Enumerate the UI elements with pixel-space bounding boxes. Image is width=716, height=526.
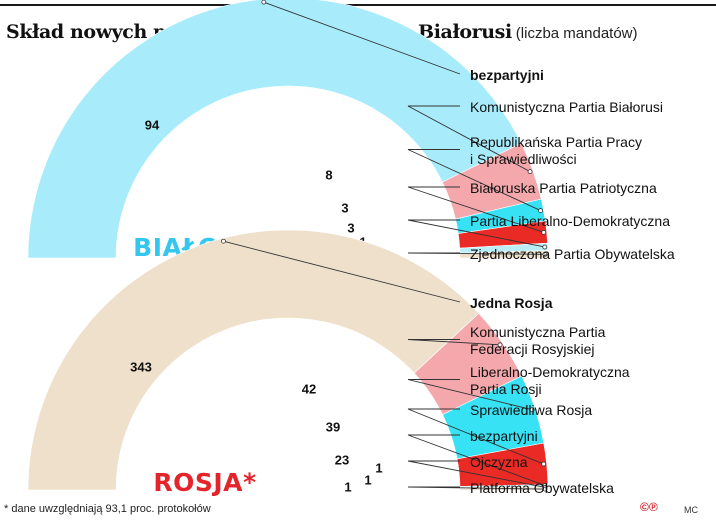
leader-line-zjednoczona-partia-obywatelska: [407, 252, 545, 255]
slice-value-komunistyczna-partia-federacji-rosyjskiej: 42: [302, 381, 316, 396]
author-initials: MC: [684, 505, 698, 515]
legend-label-sprawiedliwa-rosja: Sprawiedliwa Rosja: [470, 402, 592, 418]
legend-label-bialoruska-partia-patriotyczna: Białoruska Partia Patriotyczna: [470, 180, 657, 196]
footnote: * dane uwzględniają 93,1 proc. protokołó…: [4, 503, 211, 515]
leader-line-partia-liberalno-demokratyczna: [407, 219, 545, 248]
slice-value-ojczyzna: 1: [364, 472, 371, 487]
slice-value-jedna-rosja: 343: [130, 359, 152, 374]
chart-bialorus: 9483311BIAŁORUŚbezpartyjniKomunistyczna …: [27, 0, 675, 262]
slice-value-bezpartyjni: 1: [375, 460, 382, 475]
slice-value-platforma-obywatelska: 1: [344, 479, 351, 494]
leader-line-bialoruska-partia-patriotyczna: [407, 186, 544, 233]
leader-dot-komunistyczna-partia-bialorusi: [527, 169, 533, 175]
slice-bezpartyjni: [27, 0, 522, 259]
leader-line-sprawiedliwa-rosja: [407, 408, 544, 465]
copyright-mark: ©℗: [640, 500, 658, 514]
legend-label-jedna-rosja: Jedna Rosja: [470, 295, 553, 311]
legend-label-ojczyzna: Ojczyzna: [470, 454, 528, 470]
chart-subtitle: (liczba mandatów): [515, 25, 638, 42]
leader-line-komunistyczna-partia-bialorusi: [407, 105, 531, 173]
slice-value-republikanska-partia-pracy-i-sprawiedliwosci: 3: [341, 200, 348, 215]
leader-dot-sprawiedliwa-rosja: [541, 461, 547, 467]
leader-dot-republikanska-partia-pracy-i-sprawiedliwosci: [538, 208, 543, 213]
legend-label-partia-liberalno-demokratyczna: Partia Liberalno-Demokratyczna: [470, 213, 670, 229]
leader-line-liberalno-demokratyczna-partia-rosji: [407, 379, 533, 411]
top-rule: [0, 4, 716, 6]
leader-line-jedna-rosja: [223, 240, 461, 303]
legend-label-komunistyczna-partia-bialorusi: Komunistyczna Partia Białorusi: [470, 99, 663, 115]
leader-line-komunistyczna-partia-federacji-rosyjskiej: [407, 339, 501, 346]
slice-value-sprawiedliwa-rosja: 23: [335, 452, 349, 467]
legend-label-zjednoczona-partia-obywatelska: Zjednoczona Partia Obywatelska: [470, 246, 675, 262]
leader-dot-bezpartyjni: [261, 0, 267, 5]
leader-dot-jedna-rosja: [221, 238, 226, 244]
leader-dot-komunistyczna-partia-federacji-rosyjskiej: [497, 342, 503, 348]
leader-line-republikanska-partia-pracy-i-sprawiedliwosci: [407, 149, 541, 211]
legend-label-bezpartyjni: bezpartyjni: [470, 428, 538, 444]
leader-line-platforma-obywatelska: [407, 486, 546, 490]
legend-label-bezpartyjni: bezpartyjni: [470, 67, 544, 83]
leader-dot-zjednoczona-partia-obywatelska: [542, 251, 548, 257]
leader-dot-bialoruska-partia-patriotyczna: [541, 229, 547, 235]
leader-dot-liberalno-demokratyczna-partia-rosji: [529, 407, 535, 413]
slice-jedna-rosja: [27, 229, 480, 491]
country-label-rosja: ROSJA*: [153, 468, 256, 497]
slice-value-komunistyczna-partia-bialorusi: 8: [325, 167, 332, 182]
slice-value-bialoruska-partia-patriotyczna: 3: [347, 220, 354, 235]
slice-value-bezpartyjni: 94: [145, 117, 160, 132]
slice-value-liberalno-demokratyczna-partia-rosji: 39: [326, 419, 340, 434]
leader-line-ojczyzna: [407, 460, 546, 488]
leader-dot-platforma-obywatelska: [542, 486, 548, 492]
leader-line-bezpartyjni: [263, 1, 461, 75]
leader-dot-partia-liberalno-demokratyczna: [542, 244, 548, 250]
leader-line-bezpartyjni: [407, 434, 546, 486]
legend-label-platforma-obywatelska: Platforma Obywatelska: [470, 480, 614, 496]
